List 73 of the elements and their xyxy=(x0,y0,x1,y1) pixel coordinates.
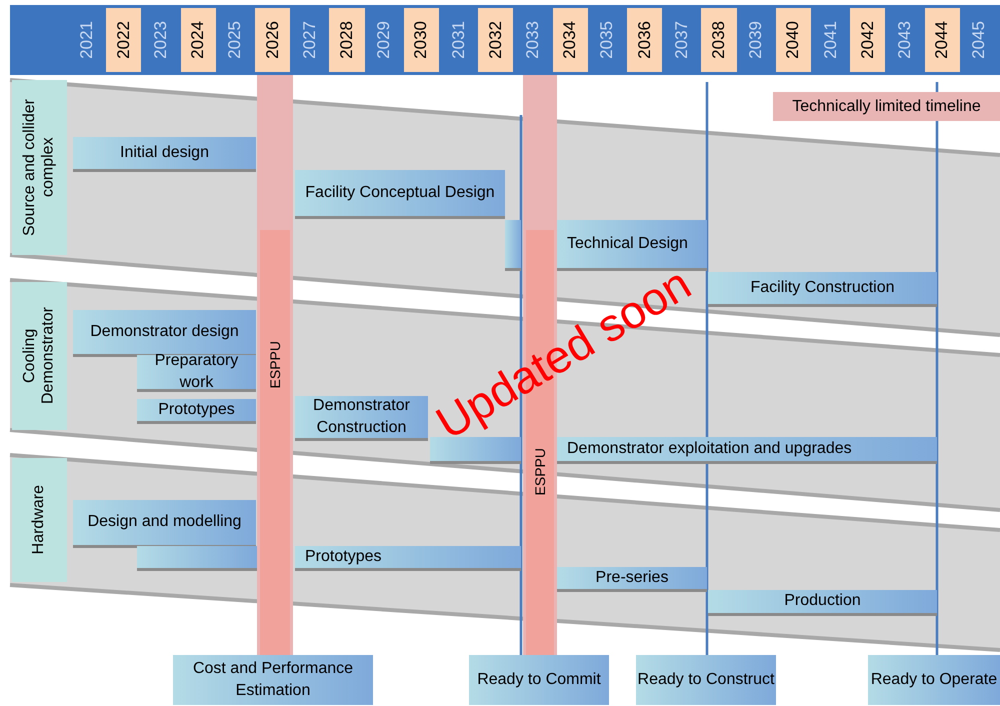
note-box xyxy=(773,92,1000,121)
year-label: 2024 xyxy=(188,21,208,59)
milestone-label: Ready to Operate xyxy=(870,670,998,690)
milestone-box xyxy=(636,655,776,705)
milestone-band xyxy=(257,75,293,655)
band-label: ESPPU xyxy=(532,448,548,495)
task-bar xyxy=(295,396,428,438)
task-label: Production xyxy=(784,591,861,612)
task-bar xyxy=(557,220,707,268)
year-label: 2031 xyxy=(448,21,469,59)
year-label: 2043 xyxy=(894,21,915,59)
year-label: 2040 xyxy=(783,21,804,59)
year-label: 2045 xyxy=(969,21,990,59)
year-label: 2025 xyxy=(225,21,246,59)
year-label: 2030 xyxy=(411,21,432,59)
swimlane-header xyxy=(12,458,67,582)
year-label: 2038 xyxy=(708,21,729,59)
year-label: 2028 xyxy=(336,21,357,59)
task-label: Prototypes xyxy=(304,546,382,567)
task-label: Preparatory work xyxy=(154,350,240,393)
year-label: 2023 xyxy=(150,21,171,59)
swimlane-header xyxy=(12,282,67,430)
milestone-label: Cost and Performance Estimation xyxy=(192,658,354,701)
year-label: 2026 xyxy=(262,21,283,59)
task-label: Prototypes xyxy=(158,400,235,420)
milestone-box xyxy=(469,655,609,705)
task-label: Pre-series xyxy=(596,568,668,588)
task-label: Design and modelling xyxy=(88,512,242,532)
task-bar xyxy=(708,272,937,304)
year-label: 2036 xyxy=(634,21,655,59)
task-label: Facility Construction xyxy=(750,278,895,298)
year-label: 2021 xyxy=(76,21,97,59)
task-bar xyxy=(708,590,937,613)
year-label: 2033 xyxy=(522,21,543,59)
milestone-label: Ready to Construct xyxy=(638,670,774,690)
task-bar xyxy=(295,170,505,216)
task-label: Facility Conceptual Design xyxy=(305,182,495,203)
task-bar xyxy=(73,500,256,545)
milestone-box xyxy=(868,655,1000,705)
note-text: Technically limited timeline xyxy=(792,98,981,116)
task-label: Initial design xyxy=(120,142,209,163)
year-label: 2029 xyxy=(374,21,394,59)
lane-title: Cooling Demonstrator xyxy=(21,306,58,406)
year-label: 2022 xyxy=(114,21,134,59)
band-label: ESPPU xyxy=(267,341,283,389)
task-label: Demonstrator exploitation and upgrades xyxy=(566,438,852,459)
task-label: Demonstrator Construction xyxy=(312,396,411,438)
lane-title: Hardware xyxy=(30,485,48,555)
swimlane-header xyxy=(12,80,67,255)
task-bar xyxy=(557,567,707,589)
task-bar xyxy=(295,546,521,568)
year-label: 2039 xyxy=(746,21,766,59)
year-label: 2027 xyxy=(300,21,320,59)
empty-task-bar xyxy=(137,546,257,568)
task-bar xyxy=(137,399,256,421)
milestone-box xyxy=(173,655,373,705)
milestone-label: Ready to Commit xyxy=(477,670,601,690)
year-label: 2042 xyxy=(858,21,878,59)
lane-title: Source and collider complex xyxy=(21,98,58,238)
task-bar xyxy=(557,437,937,461)
empty-task-bar xyxy=(430,437,521,461)
year-label: 2037 xyxy=(672,21,692,59)
year-label: 2034 xyxy=(560,21,580,59)
task-bar xyxy=(137,355,256,389)
empty-task-bar xyxy=(505,220,521,268)
task-bar xyxy=(73,310,256,354)
year-label: 2044 xyxy=(932,21,952,59)
year-label: 2032 xyxy=(486,21,506,59)
task-label: Technical Design xyxy=(566,234,688,254)
task-bar xyxy=(73,137,256,169)
task-label: Demonstrator design xyxy=(90,322,239,342)
year-label: 2035 xyxy=(597,21,618,59)
year-label: 2041 xyxy=(820,21,841,59)
